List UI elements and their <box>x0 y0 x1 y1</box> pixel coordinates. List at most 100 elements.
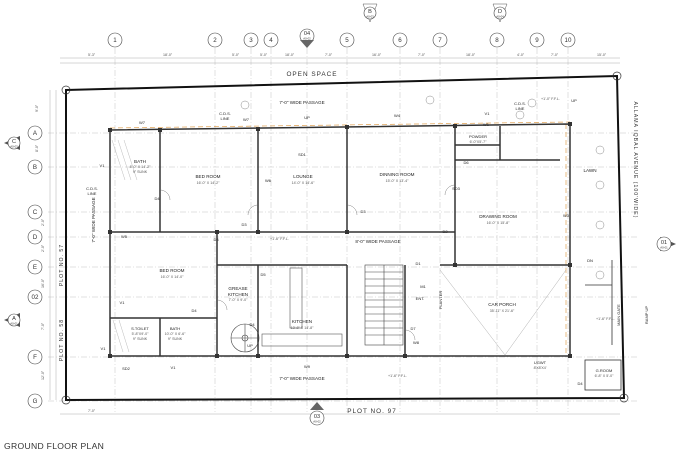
svg-text:6'-0"X5'-7": 6'-0"X5'-7" <box>470 140 487 144</box>
svg-text:18'-0": 18'-0" <box>285 53 295 57</box>
main-gate-label: MAIN GATE <box>616 304 621 326</box>
svg-text:GREASE: GREASE <box>228 286 247 291</box>
section-marker-C: CA0-03 <box>4 136 21 150</box>
columns <box>108 122 572 358</box>
svg-text:6: 6 <box>398 37 402 44</box>
grid-bubble-7: 7 <box>432 32 448 48</box>
svg-text:BATH: BATH <box>170 326 180 331</box>
svg-text:W7: W7 <box>243 117 250 122</box>
svg-text:5'-8"X9'-0": 5'-8"X9'-0" <box>132 332 149 336</box>
svg-text:16'-0" X 14'-0": 16'-0" X 14'-0" <box>161 275 184 279</box>
kitchen-counters <box>261 267 343 347</box>
svg-text:D6: D6 <box>463 160 469 165</box>
svg-text:UGWT: UGWT <box>534 360 547 365</box>
room-drawing: DRAWING ROOM 16'-0" X 15'-8" <box>479 214 517 225</box>
svg-text:D4: D4 <box>577 381 583 386</box>
grid-bubble-5: 5 <box>339 32 355 48</box>
grid-bubble-10: 10 <box>560 32 576 48</box>
lawn-label: LAWN <box>583 168 596 173</box>
svg-text:10'-0" X 6'-6": 10'-0" X 6'-6" <box>165 332 186 336</box>
svg-text:5'-0": 5'-0" <box>232 53 240 57</box>
svg-text:W3: W3 <box>563 213 570 218</box>
svg-text:16'-0": 16'-0" <box>41 278 45 288</box>
up-right-label: UP <box>571 98 577 103</box>
svg-text:16'-0" X 15'-8": 16'-0" X 15'-8" <box>487 221 510 225</box>
plot-97-label: PLOT NO. 97 <box>347 408 397 415</box>
svg-text:2: 2 <box>213 37 217 44</box>
cds-line-2b: LINE <box>516 106 525 111</box>
svg-text:F: F <box>33 354 37 361</box>
svg-text:V1: V1 <box>120 300 126 305</box>
svg-text:8'-0" X 14'-2": 8'-0" X 14'-2" <box>130 165 151 169</box>
svg-text:DRAWING ROOM: DRAWING ROOM <box>479 214 517 219</box>
svg-text:9'-0": 9'-0" <box>35 104 39 112</box>
svg-text:W9: W9 <box>304 364 311 369</box>
planter-label: PLANTER <box>438 291 443 310</box>
svg-text:BED ROOM: BED ROOM <box>195 174 220 179</box>
dn-label: DN <box>587 258 593 263</box>
svg-text:2'-0": 2'-0" <box>41 244 45 252</box>
svg-text:02: 02 <box>32 294 39 301</box>
lawn-trees <box>240 95 605 280</box>
svg-text:A0-01: A0-01 <box>660 246 668 250</box>
svg-text:W5: W5 <box>121 234 128 239</box>
svg-text:9" SUNK: 9" SUNK <box>133 337 148 341</box>
svg-text:35'-11" X 21'-6": 35'-11" X 21'-6" <box>490 309 515 313</box>
svg-text:8'X8'X4': 8'X8'X4' <box>534 366 547 370</box>
svg-text:18'-0": 18'-0" <box>466 53 476 57</box>
section-marker-D: DA0-04 <box>492 3 508 23</box>
svg-text:D3: D3 <box>213 237 219 242</box>
open-space-label: OPEN SPACE <box>286 71 337 78</box>
svg-text:5'-3": 5'-3" <box>88 53 96 57</box>
drawing-title: GROUND FLOOR PLAN <box>4 441 105 451</box>
grid-bubble-B: B <box>27 159 43 175</box>
svg-text:CAR PORCH: CAR PORCH <box>488 302 516 307</box>
section-marker-B: BA0-03 <box>362 3 378 23</box>
plot-58-label: PLOT NO. 58 <box>59 319 65 361</box>
svg-text:A0-03: A0-03 <box>10 145 18 149</box>
svg-text:7'-0": 7'-0" <box>41 322 45 330</box>
svg-text:A0-01: A0-01 <box>10 322 18 326</box>
svg-text:C: C <box>12 139 16 145</box>
svg-text:SD1: SD1 <box>298 152 307 157</box>
plot-boundary <box>65 74 626 402</box>
ffl-1: +1'-0" F.F.L. <box>541 97 560 101</box>
boundary-corners <box>61 71 629 405</box>
top-dim-text: 5'-3"18'-0" 5'-0"5'-0" 18'-0"7'-0" 16'-0… <box>88 53 607 57</box>
up-stair-label: UP <box>247 343 253 348</box>
svg-text:D5: D5 <box>260 272 266 277</box>
grid-bubble-D: D <box>27 229 43 245</box>
room-car-porch: CAR PORCH 35'-11" X 21'-6" <box>488 302 516 313</box>
section-marker-02: 02 <box>27 289 43 305</box>
ffl-4: +1'-6" F.F.L. <box>596 317 615 321</box>
cds-line-2: C.D.S. <box>514 101 526 106</box>
svg-text:V1: V1 <box>485 111 491 116</box>
svg-text:W8: W8 <box>413 340 420 345</box>
svg-text:7'-0": 7'-0" <box>551 53 559 57</box>
grid-bubble-A: A <box>27 125 43 141</box>
passage-left-label: 7'-0" WIDE PASSAGE <box>91 197 96 242</box>
svg-text:D4: D4 <box>154 196 160 201</box>
svg-text:BATH: BATH <box>134 159 146 164</box>
spiral-stair <box>230 323 260 353</box>
svg-text:A0-03: A0-03 <box>366 15 374 19</box>
svg-text:W7: W7 <box>139 120 146 125</box>
grid-lines <box>48 48 638 412</box>
svg-text:V1: V1 <box>171 365 177 370</box>
svg-text:D2: D2 <box>442 229 448 234</box>
grid-bubble-F: F <box>27 349 43 365</box>
svg-text:9" SUNK: 9" SUNK <box>168 337 183 341</box>
svg-text:S.TOILET: S.TOILET <box>131 326 149 331</box>
